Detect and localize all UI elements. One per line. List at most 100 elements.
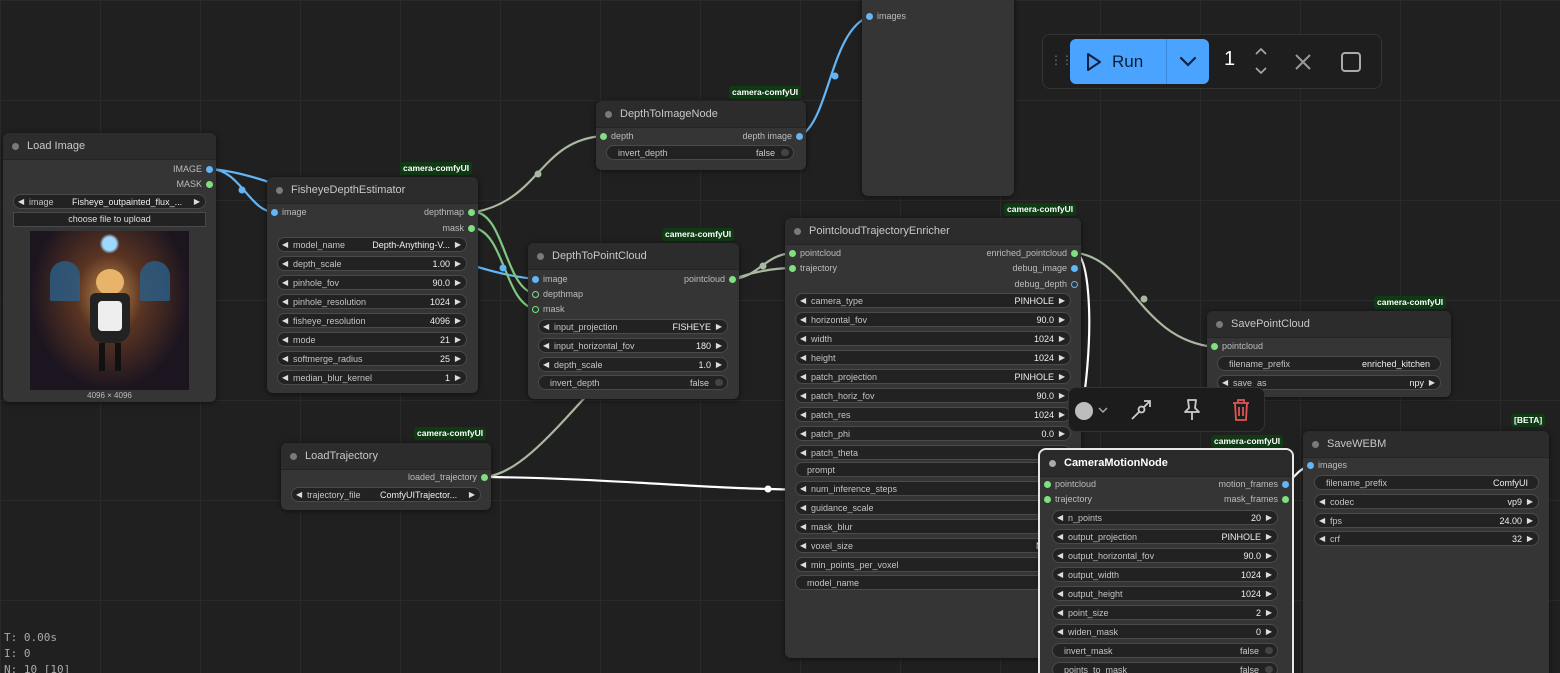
node-header[interactable]: PointcloudTrajectoryEnricher bbox=[785, 218, 1081, 245]
output-motion-frames-slot[interactable]: motion_frames bbox=[1218, 479, 1289, 490]
node-header[interactable]: FisheyeDepthEstimator bbox=[267, 177, 478, 204]
input-pointcloud-slot[interactable]: pointcloud bbox=[1044, 479, 1096, 490]
arrow-left-icon[interactable]: ◀ bbox=[1057, 570, 1064, 579]
number-widget[interactable]: ◀min_points_per_voxel90▶ bbox=[795, 557, 1071, 572]
number-widget[interactable]: ◀num_inference_steps10▶ bbox=[795, 481, 1071, 496]
save-pointcloud-node[interactable]: SavePointCloud pointcloud filename_prefi… bbox=[1207, 311, 1451, 397]
arrow-right-icon[interactable]: ▶ bbox=[454, 278, 461, 287]
arrow-right-icon[interactable]: ▶ bbox=[454, 240, 461, 249]
arrow-right-icon[interactable]: ▶ bbox=[1428, 378, 1435, 387]
output-mask-frames-slot[interactable]: mask_frames bbox=[1224, 494, 1289, 505]
drag-handle-icon[interactable]: ⋮⋮ bbox=[1050, 53, 1073, 67]
square-icon[interactable] bbox=[1340, 51, 1362, 73]
arrow-left-icon[interactable]: ◀ bbox=[282, 259, 289, 268]
input-images-slot[interactable]: images bbox=[866, 11, 906, 22]
toggle-knob[interactable] bbox=[715, 379, 723, 386]
arrow-left-icon[interactable]: ◀ bbox=[296, 490, 303, 499]
arrow-left-icon[interactable]: ◀ bbox=[800, 448, 807, 457]
arrow-left-icon[interactable]: ◀ bbox=[800, 429, 807, 438]
arrow-left-icon[interactable]: ◀ bbox=[1319, 515, 1326, 525]
arrow-left-icon[interactable]: ◀ bbox=[282, 297, 289, 306]
output-mask-slot[interactable]: mask bbox=[442, 223, 475, 234]
number-widget[interactable]: ◀patch_theta0.0▶ bbox=[795, 445, 1071, 460]
arrow-left-icon[interactable]: ◀ bbox=[543, 322, 550, 331]
arrow-left-icon[interactable]: ◀ bbox=[800, 410, 807, 419]
output-enriched-slot[interactable]: enriched_pointcloud bbox=[986, 248, 1078, 259]
arrow-right-icon[interactable]: ▶ bbox=[1058, 391, 1065, 400]
node-header[interactable]: CameraMotionNode bbox=[1040, 450, 1292, 477]
bypass-icon[interactable] bbox=[1129, 398, 1153, 422]
arrow-left-icon[interactable]: ◀ bbox=[1057, 589, 1064, 598]
node-header[interactable]: DepthToPointCloud bbox=[528, 243, 739, 270]
depth-to-pointcloud-node[interactable]: DepthToPointCloud image depthmap mask po… bbox=[528, 243, 739, 399]
output-debug-image-slot[interactable]: debug_image bbox=[1012, 263, 1078, 274]
arrow-left-icon[interactable]: ◀ bbox=[1057, 627, 1064, 636]
input-mask-slot[interactable]: mask bbox=[532, 304, 565, 315]
arrow-right-icon[interactable]: ▶ bbox=[193, 197, 200, 206]
output-mask-slot[interactable]: MASK bbox=[176, 179, 213, 190]
depth-to-image-node[interactable]: DepthToImageNode depth depth image inver… bbox=[596, 101, 806, 170]
increment-icon[interactable] bbox=[1254, 46, 1268, 56]
output-trajectory-slot[interactable]: loaded_trajectory bbox=[408, 472, 488, 483]
output-depth-image-slot[interactable]: depth image bbox=[742, 131, 803, 142]
arrow-left-icon[interactable]: ◀ bbox=[1222, 378, 1229, 387]
output-image-slot[interactable]: IMAGE bbox=[173, 164, 213, 175]
run-button[interactable]: Run bbox=[1070, 39, 1209, 84]
collapse-dot[interactable] bbox=[12, 143, 19, 150]
model-name-field[interactable]: model_name1 bbox=[795, 575, 1071, 590]
arrow-right-icon[interactable]: ▶ bbox=[454, 335, 461, 344]
input-images-slot[interactable]: images bbox=[1307, 460, 1347, 471]
upload-button[interactable]: choose file to upload bbox=[13, 212, 206, 227]
arrow-right-icon[interactable]: ▶ bbox=[1058, 315, 1065, 324]
number-widget[interactable]: ◀mask_blur5▶ bbox=[795, 519, 1071, 534]
toggle-knob[interactable] bbox=[1265, 666, 1273, 673]
arrow-left-icon[interactable]: ◀ bbox=[1057, 608, 1064, 617]
arrow-left-icon[interactable]: ◀ bbox=[800, 296, 807, 305]
toggle-knob[interactable] bbox=[1265, 647, 1273, 654]
arrow-left-icon[interactable]: ◀ bbox=[282, 335, 289, 344]
camera-motion-node[interactable]: CameraMotionNode pointcloud trajectory m… bbox=[1038, 448, 1294, 673]
arrow-left-icon[interactable]: ◀ bbox=[800, 334, 807, 343]
arrow-left-icon[interactable]: ◀ bbox=[543, 360, 550, 369]
arrow-left-icon[interactable]: ◀ bbox=[800, 353, 807, 362]
collapse-dot[interactable] bbox=[794, 228, 801, 235]
arrow-left-icon[interactable]: ◀ bbox=[1057, 513, 1064, 522]
pointcloud-trajectory-enricher-node[interactable]: PointcloudTrajectoryEnricher pointcloud … bbox=[785, 218, 1081, 658]
arrow-left-icon[interactable]: ◀ bbox=[282, 316, 289, 325]
number-widget[interactable]: ◀guidance_scale7.5▶ bbox=[795, 500, 1071, 515]
arrow-left-icon[interactable]: ◀ bbox=[800, 522, 807, 531]
arrow-right-icon[interactable]: ▶ bbox=[1526, 515, 1533, 525]
queue-count[interactable]: 1 bbox=[1224, 48, 1236, 70]
arrow-left-icon[interactable]: ◀ bbox=[18, 197, 25, 206]
arrow-right-icon[interactable]: ▶ bbox=[454, 373, 461, 382]
arrow-right-icon[interactable]: ▶ bbox=[1265, 513, 1272, 522]
arrow-right-icon[interactable]: ▶ bbox=[1265, 532, 1272, 541]
arrow-right-icon[interactable]: ▶ bbox=[454, 354, 461, 363]
input-pointcloud-slot[interactable]: pointcloud bbox=[1211, 341, 1263, 352]
arrow-right-icon[interactable]: ▶ bbox=[1058, 372, 1065, 381]
toggle-knob[interactable] bbox=[781, 149, 789, 156]
arrow-right-icon[interactable]: ▶ bbox=[1526, 534, 1533, 543]
